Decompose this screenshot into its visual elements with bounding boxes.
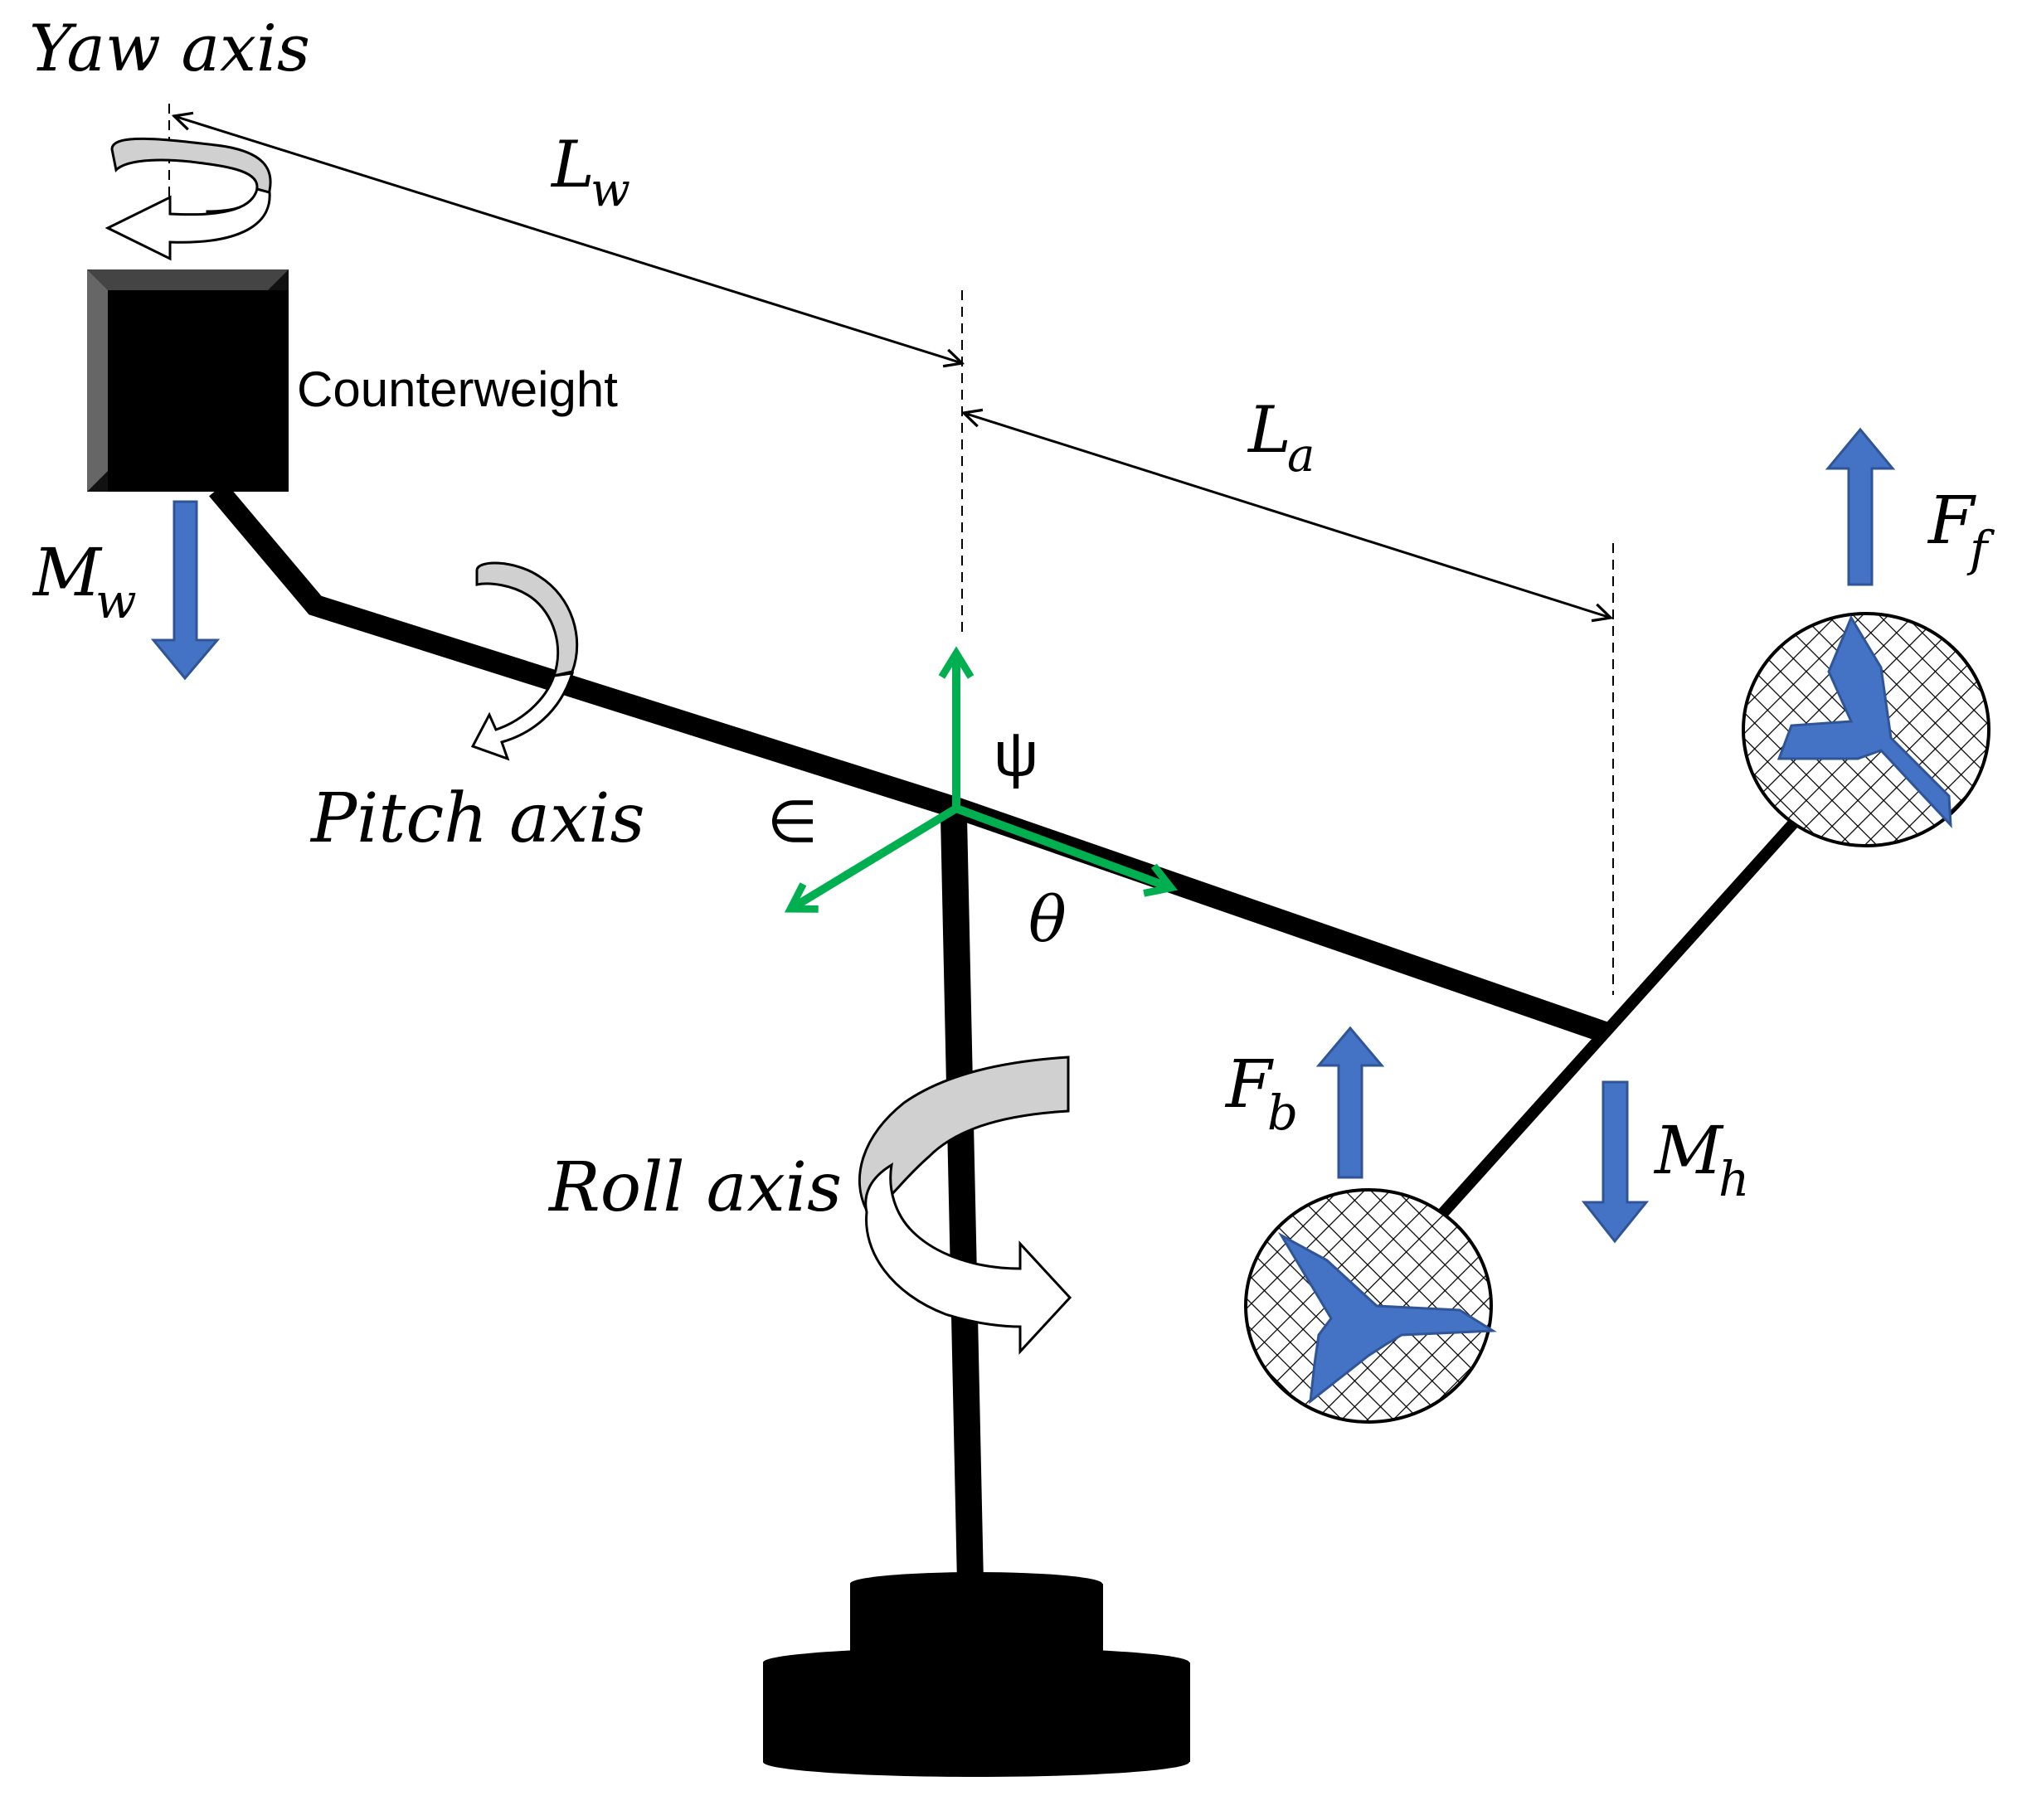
main-arm: [209, 482, 1609, 1043]
epsilon-axis-arrow: [784, 804, 960, 913]
epsilon-label: ∈: [767, 789, 818, 854]
base-stand: [763, 1572, 1190, 1777]
svg-text:M: M: [32, 534, 103, 611]
svg-text:h: h: [1718, 1151, 1749, 1207]
svg-text:L: L: [550, 128, 595, 202]
svg-text:f: f: [1966, 521, 1995, 577]
body-frame-axes: [784, 646, 1178, 913]
support-post: [941, 816, 984, 1585]
fb-label: F b: [1224, 1046, 1298, 1141]
counterweight-block: [87, 269, 289, 492]
front-rotor-blades-icon: [1777, 614, 1952, 829]
rotor-crossbar: [1422, 817, 1801, 1235]
weight-arrow-mh: [1581, 1080, 1650, 1244]
dimension-arrow-la: [964, 413, 1611, 618]
svg-text:w: w: [95, 573, 137, 629]
counterweight-label: Counterweight: [297, 362, 618, 417]
la-label: L a: [1247, 393, 1315, 483]
svg-text:L: L: [1247, 393, 1291, 468]
yaw-axis-label: Yaw axis: [29, 12, 310, 86]
mw-label: M w: [32, 534, 137, 629]
roll-axis-label: Roll axis: [547, 1148, 842, 1227]
svg-text:F: F: [1224, 1046, 1274, 1123]
ff-label: F f: [1927, 482, 1995, 577]
pitch-axis-label: Pitch axis: [309, 779, 645, 858]
psi-label: ψ: [994, 719, 1038, 789]
back-rotor-blades-icon: [1277, 1232, 1497, 1405]
svg-text:a: a: [1287, 429, 1315, 483]
svg-text:F: F: [1927, 482, 1976, 559]
weight-arrow-mw: [150, 500, 221, 681]
mh-label: M h: [1653, 1112, 1749, 1207]
force-arrow-ff: [1825, 427, 1896, 586]
force-arrows: [150, 427, 1896, 1244]
theta-label: θ: [1028, 882, 1067, 956]
back-rotor: [1244, 1188, 1497, 1424]
dimension-arrow-lw: [174, 116, 962, 363]
svg-text:b: b: [1267, 1085, 1298, 1141]
svg-text:w: w: [591, 163, 630, 217]
front-rotor: [1742, 612, 1990, 847]
pitch-rotation-icon: [470, 561, 579, 761]
lw-label: L w: [550, 128, 630, 217]
theta-axis-arrow: [952, 804, 1178, 897]
force-arrow-fb: [1315, 1026, 1385, 1179]
yaw-rotation-icon: [105, 137, 272, 261]
svg-text:M: M: [1653, 1112, 1724, 1189]
roll-rotation-icon: [858, 1056, 1072, 1355]
